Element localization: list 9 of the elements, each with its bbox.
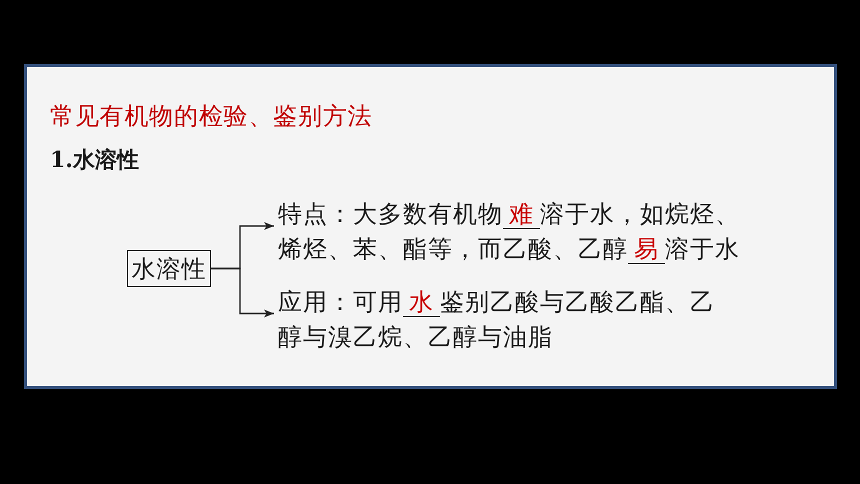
body-text: 特点：大多数有机物 难 溶于水，如烷烃、烯烃、苯、酯等，而乙酸、乙醇 易 溶于水: [274, 197, 744, 267]
fill-in-line: 水: [403, 288, 440, 316]
topic-label: 水溶性: [132, 254, 206, 282]
body-text: 应用：可用 水 鉴别乙酸与乙酸乙酯、乙醇与溴乙烷、乙醇与油脂: [274, 284, 726, 354]
fill-in-line: 难: [503, 200, 540, 229]
fill-in-line: 易: [628, 235, 665, 264]
section-heading: 1.水溶性: [50, 146, 139, 174]
heading: 常见有机物的检验、鉴别方法: [50, 101, 372, 131]
connector-arrow: [211, 268, 274, 318]
